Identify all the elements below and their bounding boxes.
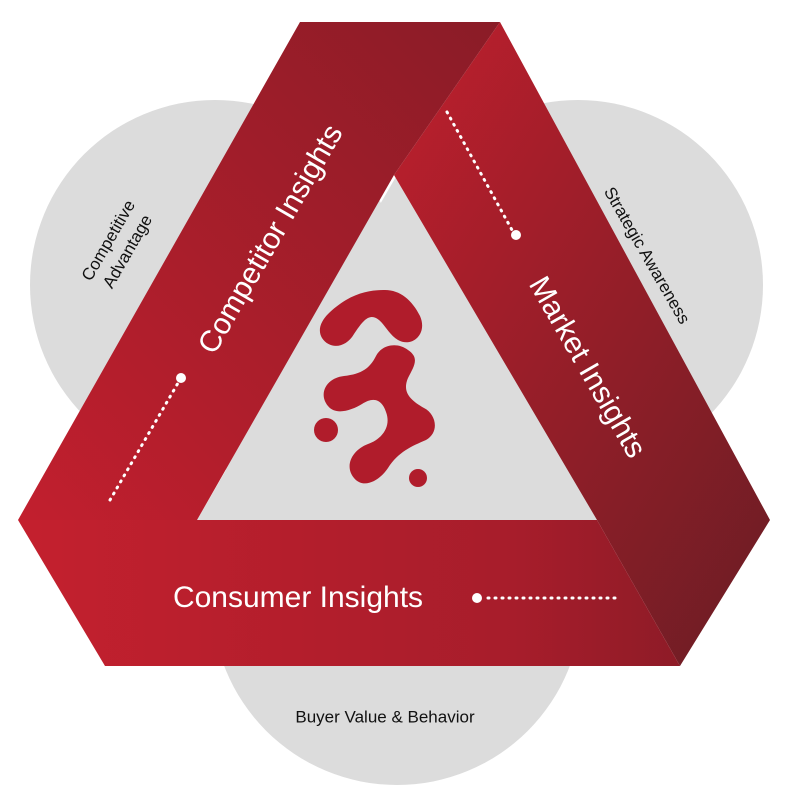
- band-consumer-insights: [18, 520, 680, 666]
- connector-market: [445, 110, 521, 240]
- consumer-insights-label: Consumer Insights: [173, 581, 423, 614]
- connector-consumer: [472, 593, 620, 603]
- buyer-value-label: Buyer Value & Behavior: [295, 707, 475, 726]
- band-market-insights: [394, 22, 770, 666]
- connector-competitor: [108, 373, 186, 502]
- band-competitor-insights: [18, 22, 500, 520]
- s-logo-icon: [314, 290, 435, 487]
